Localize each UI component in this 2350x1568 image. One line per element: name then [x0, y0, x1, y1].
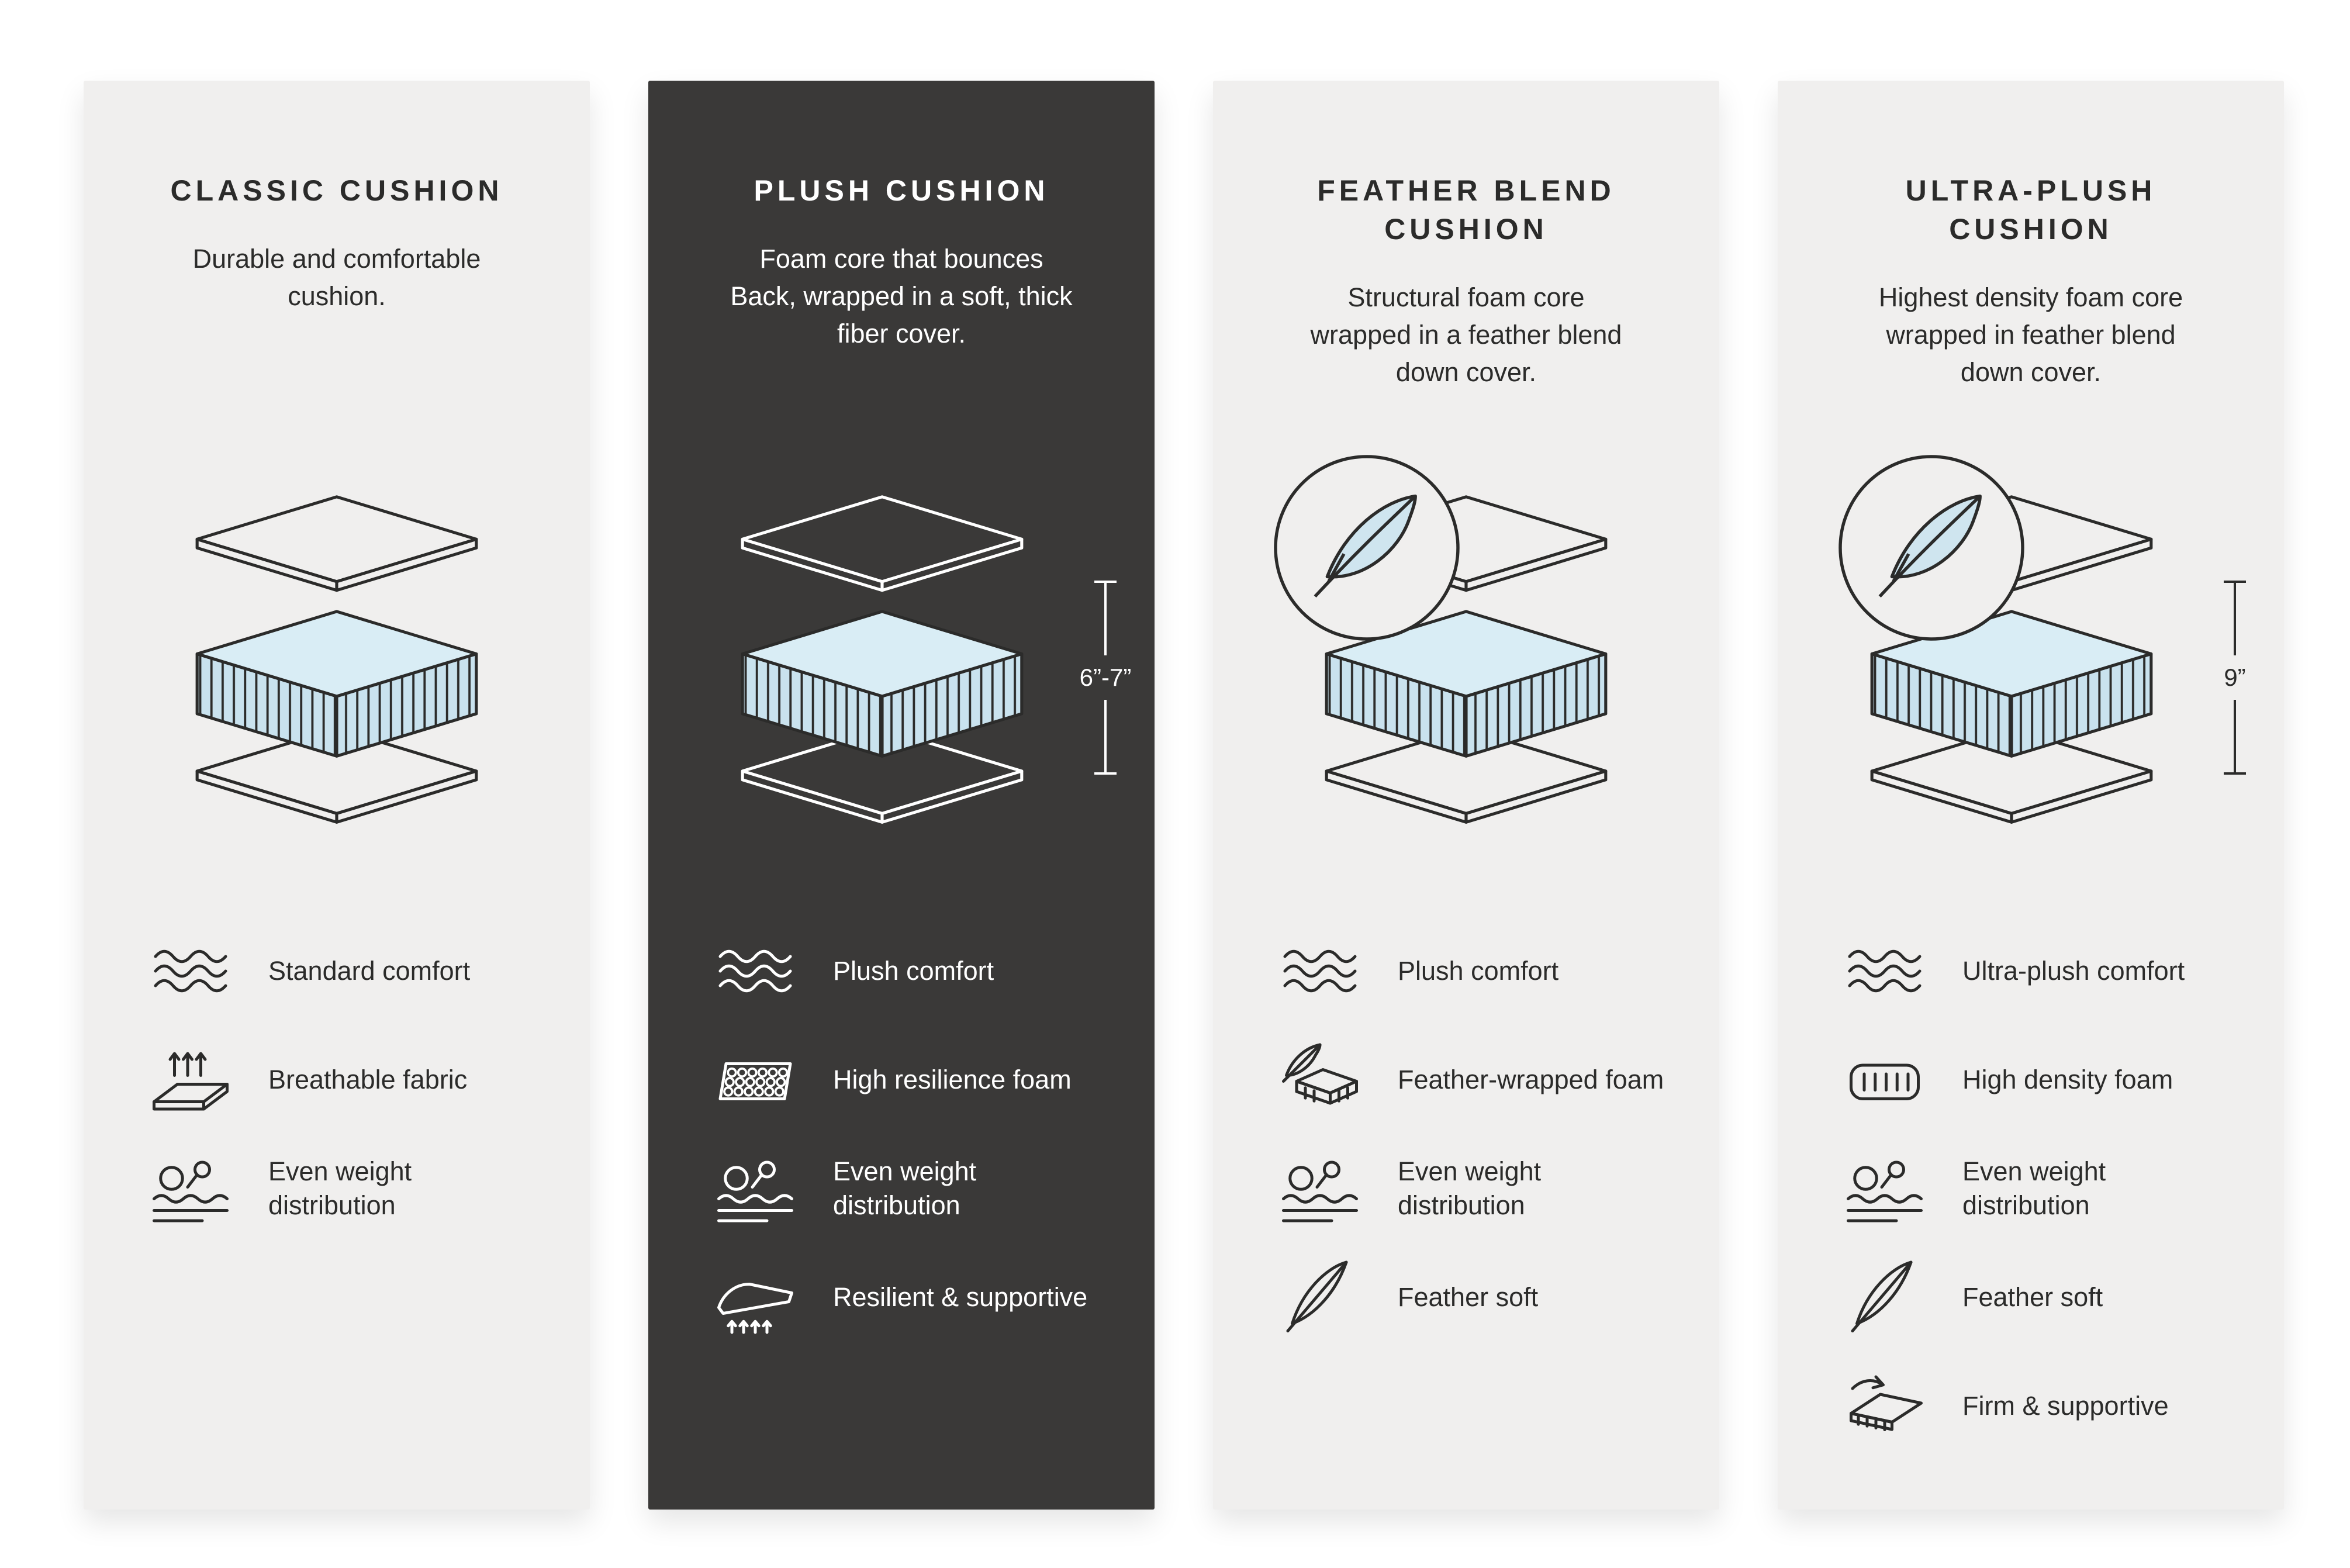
waves-icon: [147, 927, 234, 1015]
feather-wrapped-foam-icon: [1276, 1036, 1364, 1124]
cushion-layers-diagram: [150, 489, 524, 828]
high-density-foam-icon: [1841, 1036, 1929, 1124]
feature-label: Ultra-plush comfort: [1962, 956, 2185, 986]
measure-label: 9”: [2224, 664, 2246, 691]
feature-label: Plush comfort: [833, 956, 994, 986]
feature-label: Breathable fabric: [268, 1065, 468, 1095]
feature-list: Standard comfort Breathable fabric: [147, 927, 555, 1232]
height-measurement: 9”: [2197, 581, 2272, 775]
feature-row: Ultra-plush comfort: [1841, 927, 2249, 1015]
card-description: Durable and comfortable cushion.: [192, 244, 481, 311]
weight-distribution-icon: [1276, 1145, 1364, 1232]
measure-cap: [1094, 772, 1117, 775]
height-measurement: 6”-7”: [1068, 581, 1143, 775]
feature-row: High resilience foam: [711, 1036, 1119, 1124]
measure-label: 6”-7”: [1079, 664, 1132, 691]
feature-label: Even weight distribution: [1398, 1156, 1542, 1220]
weight-distribution-icon: [147, 1145, 234, 1232]
card-ultra-plush-cushion: ULTRA-PLUSH CUSHION Highest density foam…: [1778, 81, 2284, 1510]
feature-row: Even weight distribution: [1841, 1145, 2249, 1232]
feature-row: Standard comfort: [147, 927, 555, 1015]
feather-icon: [1841, 1253, 1929, 1341]
feature-label: Feather soft: [1962, 1282, 2103, 1313]
feature-label: Firm & supportive: [1962, 1391, 2169, 1421]
feature-label: Even weight distribution: [268, 1156, 412, 1220]
breathable-fabric-icon: [147, 1036, 234, 1124]
measure-line: [1104, 700, 1107, 772]
firm-supportive-icon: [1841, 1362, 1929, 1450]
feature-label: Standard comfort: [268, 956, 471, 986]
waves-icon: [711, 927, 799, 1015]
card-title: PLUSH CUSHION: [754, 174, 1049, 207]
feature-label: High density foam: [1962, 1065, 2173, 1095]
weight-distribution-icon: [1841, 1145, 1929, 1232]
measure-cap: [1094, 581, 1117, 583]
feather-badge-icon: [1833, 449, 2030, 647]
feature-row: Even weight distribution: [147, 1145, 555, 1232]
card-feather-blend-cushion: FEATHER BLEND CUSHION Structural foam co…: [1213, 81, 1719, 1510]
card-title: CLASSIC CUSHION: [170, 174, 503, 207]
feature-row: Firm & supportive: [1841, 1362, 2249, 1450]
measure-line: [2234, 583, 2236, 655]
measure-line: [1104, 583, 1107, 655]
cushion-layers-diagram: [695, 489, 1069, 828]
honeycomb-foam-icon: [711, 1036, 799, 1124]
feature-row: Plush comfort: [1276, 927, 1684, 1015]
feather-badge-icon: [1268, 449, 1466, 647]
feature-row: Even weight distribution: [1276, 1145, 1684, 1232]
measure-cap: [2224, 772, 2246, 775]
feature-label: Even weight distribution: [1962, 1156, 2106, 1220]
feature-list: Plush comfort Feather-wrapped foam: [1276, 927, 1684, 1341]
feature-list: Ultra-plush comfort High density foam: [1841, 927, 2249, 1450]
measure-cap: [2224, 581, 2246, 583]
card-classic-cushion: CLASSIC CUSHION Durable and comfortable …: [84, 81, 590, 1510]
feature-row: Feather soft: [1276, 1253, 1684, 1341]
waves-icon: [1841, 927, 1929, 1015]
feature-row: Feather-wrapped foam: [1276, 1036, 1684, 1124]
card-description: Structural foam core wrapped in a feathe…: [1310, 282, 1622, 387]
feather-icon: [1276, 1253, 1364, 1341]
feature-list: Plush comfort High resilience foam: [711, 927, 1119, 1341]
feature-label: Plush comfort: [1398, 956, 1559, 986]
feature-row: Even weight distribution: [711, 1145, 1119, 1232]
feature-row: Resilient & supportive: [711, 1253, 1119, 1341]
card-title: FEATHER BLEND CUSHION: [1317, 174, 1615, 246]
feature-row: Feather soft: [1841, 1253, 2249, 1341]
resilient-supportive-icon: [711, 1253, 799, 1341]
card-plush-cushion: PLUSH CUSHION Foam core that bounces Bac…: [648, 81, 1155, 1510]
feature-label: Even weight distribution: [833, 1156, 977, 1220]
feature-label: Feather soft: [1398, 1282, 1539, 1313]
cushion-comparison: CLASSIC CUSHION Durable and comfortable …: [84, 81, 2284, 1510]
card-title: ULTRA-PLUSH CUSHION: [1905, 174, 2157, 246]
feature-label: Resilient & supportive: [833, 1282, 1088, 1313]
measure-line: [2234, 700, 2236, 772]
feature-label: Feather-wrapped foam: [1398, 1065, 1664, 1095]
card-description: Foam core that bounces Back, wrapped in …: [730, 244, 1073, 348]
feature-label: High resilience foam: [833, 1065, 1072, 1095]
waves-icon: [1276, 927, 1364, 1015]
feature-row: Plush comfort: [711, 927, 1119, 1015]
weight-distribution-icon: [711, 1145, 799, 1232]
feature-row: Breathable fabric: [147, 1036, 555, 1124]
feature-row: High density foam: [1841, 1036, 2249, 1124]
card-description: Highest density foam core wrapped in fea…: [1878, 282, 2183, 387]
